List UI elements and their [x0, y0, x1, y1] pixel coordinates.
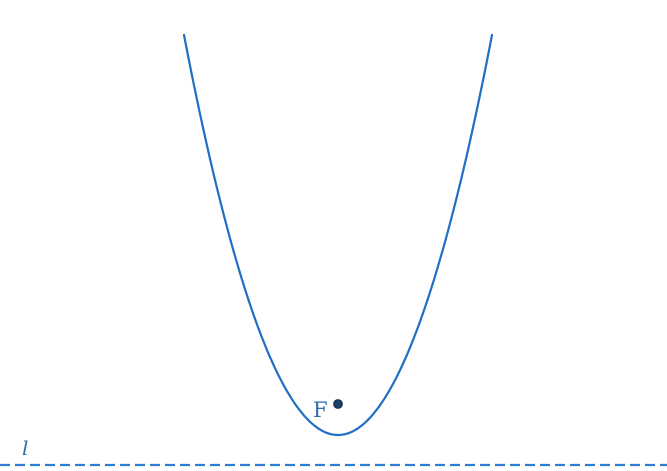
parabola-curve: [182, 33, 494, 437]
directrix-label: l: [22, 436, 28, 460]
focus-label: F: [313, 398, 328, 422]
focus-point: [333, 399, 343, 409]
